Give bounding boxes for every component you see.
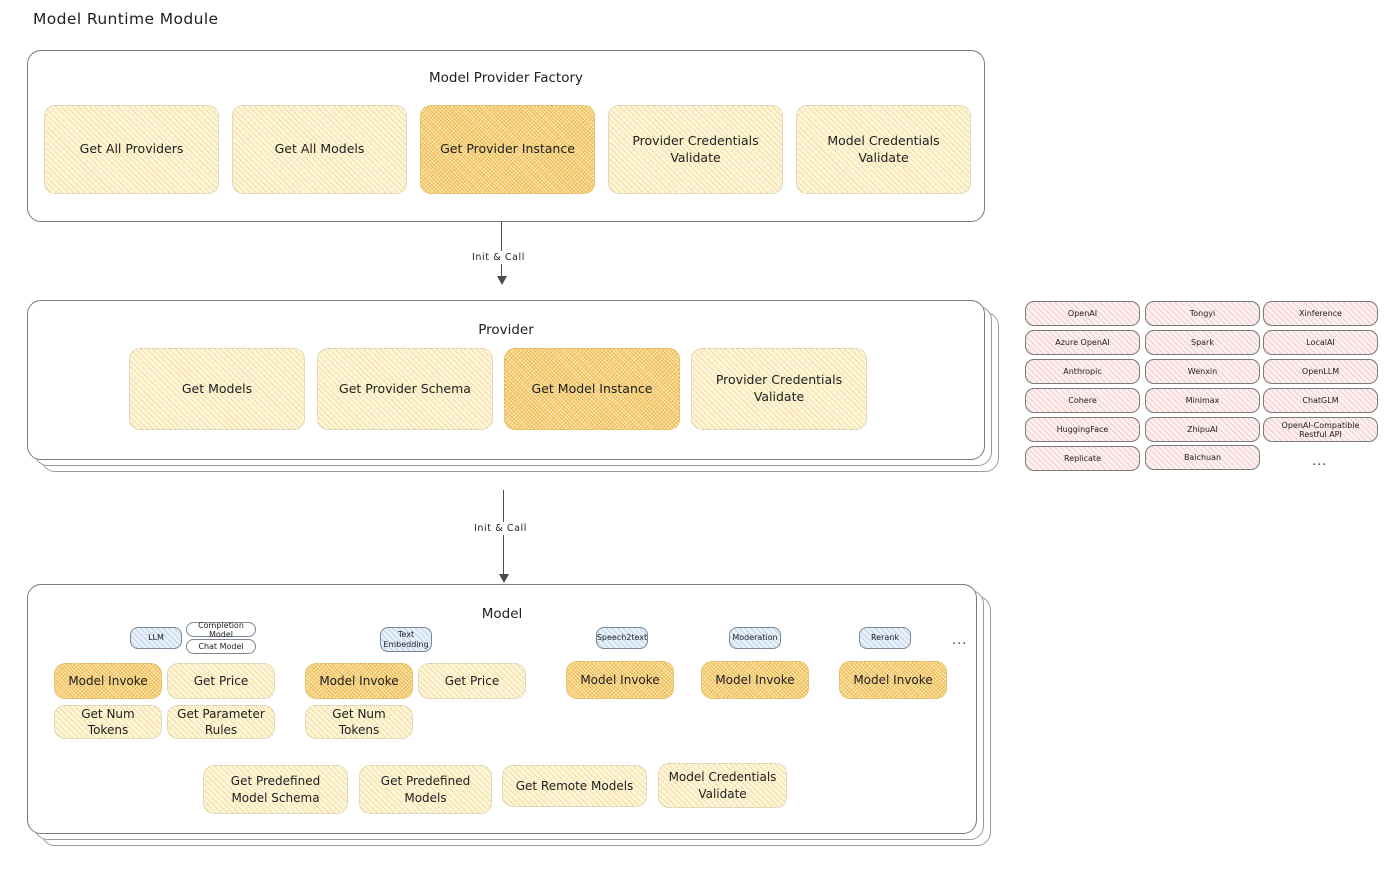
provider-op-get-models[interactable]: Get Models [129, 348, 305, 430]
model-type-badge-moderation[interactable]: Moderation [729, 627, 781, 649]
provider-chip-openllm[interactable]: OpenLLM [1263, 359, 1378, 384]
moderation-op-model-invoke[interactable]: Model Invoke [701, 661, 809, 699]
text-embedding-op-get-price[interactable]: Get Price [418, 663, 526, 699]
arrow-provider-to-model-label: Init & Call [470, 522, 531, 535]
provider-op-provider-credentials-validate[interactable]: Provider Credentials Validate [691, 348, 867, 430]
model-op-get-remote-models[interactable]: Get Remote Models [502, 765, 647, 807]
llm-op-get-num-tokens[interactable]: Get Num Tokens [54, 705, 162, 739]
text-embedding-op-get-num-tokens[interactable]: Get Num Tokens [305, 705, 413, 739]
provider-chip-openai-compatible-restful-api[interactable]: OpenAI-Compatible Restful API [1263, 417, 1378, 442]
model-type-badge-text-embedding[interactable]: Text Embedding [380, 627, 432, 652]
provider-chip-chatglm[interactable]: ChatGLM [1263, 388, 1378, 413]
provider-chip-replicate[interactable]: Replicate [1025, 446, 1140, 471]
model-chip-completion-model[interactable]: Completion Model [186, 621, 256, 639]
provider-chip-cohere[interactable]: Cohere [1025, 388, 1140, 413]
arrow-factory-to-provider-head [497, 276, 507, 285]
arrow-factory-to-provider-label: Init & Call [468, 251, 529, 264]
model-type-badge-rerank[interactable]: Rerank [859, 627, 911, 649]
provider-chip-zhipuai[interactable]: ZhipuAI [1145, 417, 1260, 442]
page-title: Model Runtime Module [33, 10, 219, 28]
provider-chip-localai[interactable]: LocalAI [1263, 330, 1378, 355]
provider-chip-minimax[interactable]: Minimax [1145, 388, 1260, 413]
arrow-provider-to-model-head [499, 574, 509, 583]
llm-op-get-parameter-rules[interactable]: Get Parameter Rules [167, 705, 275, 739]
model-op-model-credentials-validate[interactable]: Model Credentials Validate [658, 763, 787, 808]
provider-chip-spark[interactable]: Spark [1145, 330, 1260, 355]
provider-list-more-ellipsis: ... [1312, 454, 1328, 469]
speech2text-op-model-invoke[interactable]: Model Invoke [566, 661, 674, 699]
factory-op-get-provider-instance[interactable]: Get Provider Instance [420, 105, 595, 194]
provider-chip-openai[interactable]: OpenAI [1025, 301, 1140, 326]
rerank-op-model-invoke[interactable]: Model Invoke [839, 661, 947, 699]
model-types-more-ellipsis: ... [952, 633, 968, 648]
factory-op-model-credentials-validate[interactable]: Model Credentials Validate [796, 105, 971, 194]
llm-op-model-invoke[interactable]: Model Invoke [54, 663, 162, 699]
provider-op-get-model-instance[interactable]: Get Model Instance [504, 348, 680, 430]
provider-op-get-provider-schema[interactable]: Get Provider Schema [317, 348, 493, 430]
text-embedding-op-model-invoke[interactable]: Model Invoke [305, 663, 413, 699]
provider-chip-xinference[interactable]: Xinference [1263, 301, 1378, 326]
model-type-badge-llm[interactable]: LLM [130, 627, 182, 649]
model-op-get-predefined-models[interactable]: Get Predefined Models [359, 765, 492, 814]
model-op-get-predefined-model-schema[interactable]: Get Predefined Model Schema [203, 765, 348, 814]
model-chip-chat-model[interactable]: Chat Model [186, 639, 256, 654]
provider-chip-azure-openai[interactable]: Azure OpenAI [1025, 330, 1140, 355]
llm-op-get-price[interactable]: Get Price [167, 663, 275, 699]
provider-chip-wenxin[interactable]: Wenxin [1145, 359, 1260, 384]
model-type-badge-speech2text[interactable]: Speech2text [596, 627, 648, 649]
factory-op-get-all-models[interactable]: Get All Models [232, 105, 407, 194]
provider-chip-anthropic[interactable]: Anthropic [1025, 359, 1140, 384]
provider-chip-huggingface[interactable]: HuggingFace [1025, 417, 1140, 442]
factory-op-get-all-providers[interactable]: Get All Providers [44, 105, 219, 194]
arrow-factory-to-provider-line [501, 222, 503, 279]
provider-chip-tongyi[interactable]: Tongyi [1145, 301, 1260, 326]
factory-op-provider-credentials-validate[interactable]: Provider Credentials Validate [608, 105, 783, 194]
model-title: Model [481, 606, 523, 622]
provider-chip-baichuan[interactable]: Baichuan [1145, 445, 1260, 470]
provider-title: Provider [478, 322, 534, 338]
model-provider-factory-title: Model Provider Factory [428, 70, 583, 86]
